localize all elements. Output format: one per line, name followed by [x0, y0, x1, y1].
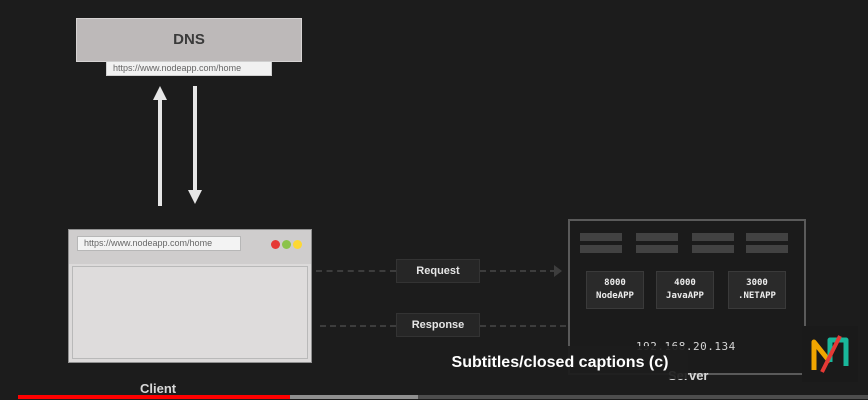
request-connector: [480, 270, 556, 272]
captions-tooltip: Subtitles/closed captions (c): [432, 346, 688, 379]
video-progress-bar[interactable]: [18, 395, 868, 399]
dns-box: DNS: [76, 18, 302, 62]
app-name: JavaAPP: [666, 291, 704, 301]
dns-title: DNS: [173, 31, 205, 48]
client-url-bar: https://www.nodeapp.com/home: [77, 236, 241, 251]
response-connector: [320, 325, 396, 327]
request-label: Request: [396, 259, 480, 283]
app-name: NodeAPP: [596, 291, 634, 301]
client-browser-window: https://www.nodeapp.com/home: [68, 229, 312, 363]
client-label: Client: [140, 381, 177, 396]
browser-toolbar: https://www.nodeapp.com/home: [69, 230, 311, 264]
server-rack-slot: [636, 233, 678, 253]
request-arrowhead-icon: [554, 265, 562, 277]
response-connector: [480, 325, 566, 327]
window-dot-yellow-icon: [293, 240, 302, 249]
browser-content-area: [72, 266, 308, 359]
server-app-node: 8000 NodeAPP: [586, 271, 644, 309]
app-port: 4000: [674, 278, 696, 288]
arrow-up-icon: [153, 86, 167, 206]
dns-url-bar: https://www.nodeapp.com/home: [106, 61, 272, 76]
server-rack-slot: [746, 233, 788, 253]
server-box: 8000 NodeAPP 4000 JavaAPP 3000 .NETAPP: [568, 219, 806, 375]
window-dot-green-icon: [282, 240, 291, 249]
app-port: 8000: [604, 278, 626, 288]
progress-played: [18, 395, 290, 399]
server-app-dotnet: 3000 .NETAPP: [728, 271, 786, 309]
arrow-down-icon: [188, 86, 202, 204]
window-dot-red-icon: [271, 240, 280, 249]
channel-logo-icon[interactable]: [802, 326, 858, 382]
response-label: Response: [396, 313, 480, 337]
server-app-java: 4000 JavaAPP: [656, 271, 714, 309]
request-connector: [316, 270, 396, 272]
app-port: 3000: [746, 278, 768, 288]
server-rack-slot: [692, 233, 734, 253]
app-name: .NETAPP: [738, 291, 776, 301]
server-rack-slot: [580, 233, 622, 253]
